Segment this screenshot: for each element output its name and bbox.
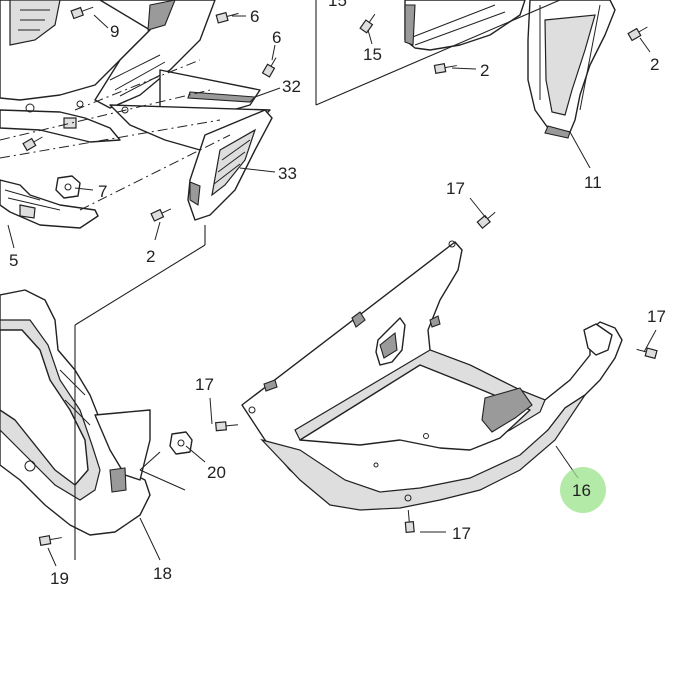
callout-2a[interactable]: 2 bbox=[480, 61, 489, 80]
highlight-circle[interactable] bbox=[560, 467, 606, 513]
front-cover-assembly bbox=[0, 0, 271, 151]
callout-2c[interactable]: 2 bbox=[146, 247, 155, 266]
clip-7 bbox=[55, 175, 81, 199]
part-16-floor-panel bbox=[241, 240, 623, 511]
leader-lines bbox=[7, 14, 657, 567]
callout-18[interactable]: 18 bbox=[153, 564, 172, 583]
top-center-bracket bbox=[404, 0, 526, 51]
callout-labels: 9 6 6 15 15 2 2 32 33 7 11 5 2 17 17 17 … bbox=[9, 0, 666, 588]
callout-17b[interactable]: 17 bbox=[647, 307, 666, 326]
screws bbox=[22, 6, 658, 547]
callout-32[interactable]: 32 bbox=[282, 77, 301, 96]
callout-20[interactable]: 20 bbox=[207, 463, 226, 482]
callout-19[interactable]: 19 bbox=[50, 569, 69, 588]
part-33-side-panel bbox=[187, 109, 273, 221]
assembly-lines bbox=[0, 0, 561, 560]
callout-9[interactable]: 9 bbox=[110, 22, 119, 41]
callout-5[interactable]: 5 bbox=[9, 251, 18, 270]
clip-20 bbox=[169, 431, 193, 455]
callout-6a[interactable]: 6 bbox=[250, 7, 259, 26]
callout-17a[interactable]: 17 bbox=[446, 179, 465, 198]
callout-15b[interactable]: 15 bbox=[363, 45, 382, 64]
callout-11[interactable]: 11 bbox=[584, 173, 602, 192]
part-11-panel bbox=[527, 0, 616, 139]
callout-2b[interactable]: 2 bbox=[650, 55, 659, 74]
callout-33[interactable]: 33 bbox=[278, 164, 297, 183]
callout-6b[interactable]: 6 bbox=[272, 28, 281, 47]
callout-17d[interactable]: 17 bbox=[452, 524, 471, 543]
part-5-bracket bbox=[0, 179, 99, 229]
callout-16[interactable]: 16 bbox=[572, 481, 591, 500]
callout-7[interactable]: 7 bbox=[98, 182, 107, 201]
callout-15a[interactable]: 15 bbox=[328, 0, 347, 10]
callout-17c[interactable]: 17 bbox=[195, 375, 214, 394]
